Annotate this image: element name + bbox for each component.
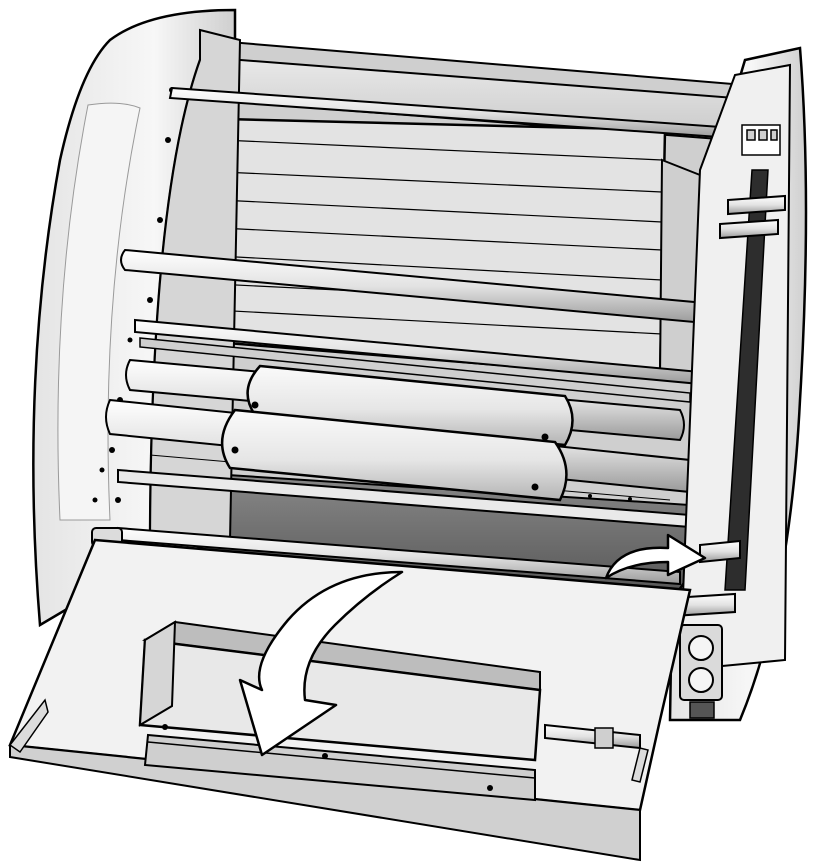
tray-open-arrow — [238, 570, 404, 757]
rod-tray-edge — [91, 526, 681, 586]
ribbed-drum — [159, 116, 702, 380]
lever-push-arrow — [604, 533, 707, 580]
right-side-panel — [629, 46, 808, 722]
pressure-roller-upper — [246, 364, 574, 447]
pressure-roller-lower — [220, 408, 568, 502]
collection-box — [138, 620, 649, 802]
